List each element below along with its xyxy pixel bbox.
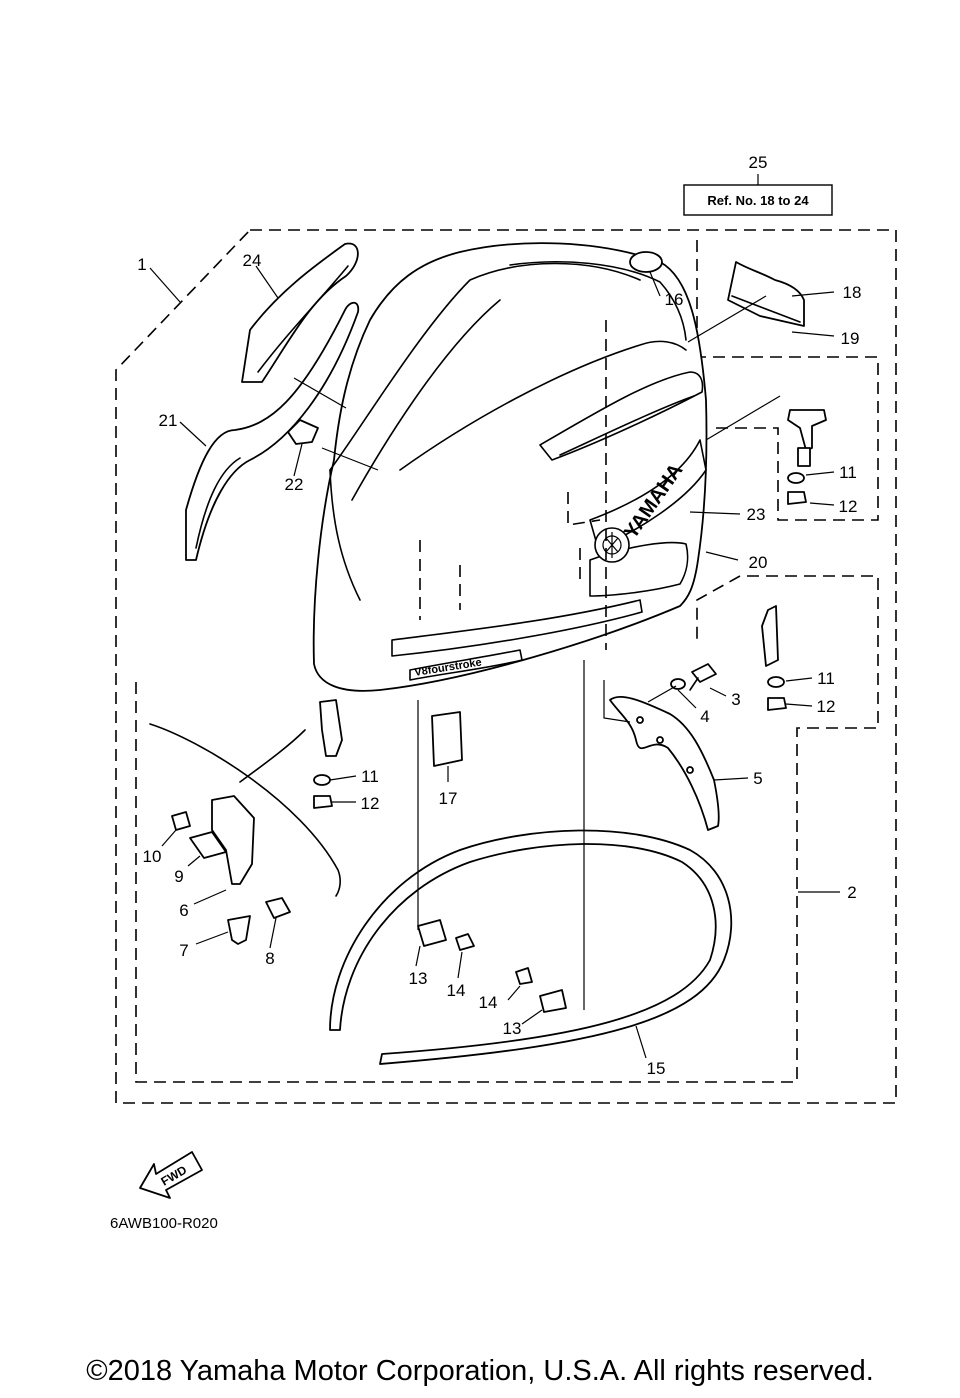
callouts: 1 2 3 4 5 6 7 8 9 10 11 11 11 12 12 12 1… xyxy=(137,251,861,1078)
clip-13b xyxy=(539,989,567,1013)
callout-7: 7 xyxy=(179,941,188,960)
callout-13a: 13 xyxy=(409,969,428,988)
callout-13b: 13 xyxy=(503,1019,522,1038)
ref-box xyxy=(683,184,833,216)
fwd-arrow: FWD xyxy=(139,1151,203,1199)
callout-24: 24 xyxy=(243,251,262,270)
callout-4: 4 xyxy=(700,707,709,726)
callout-8: 8 xyxy=(265,949,274,968)
callout-6: 6 xyxy=(179,901,188,920)
callout-23: 23 xyxy=(747,505,766,524)
copyright-notice: ©2018 Yamaha Motor Corporation, U.S.A. A… xyxy=(86,1355,874,1387)
leader-lines xyxy=(149,265,840,1059)
seal-15 xyxy=(329,829,733,1065)
callout-2: 2 xyxy=(847,883,856,902)
latch-right-mid xyxy=(761,605,787,711)
callout-12c: 12 xyxy=(361,794,380,813)
ref-box-text: Ref. No. 18 to 24 xyxy=(707,193,809,208)
callout-21: 21 xyxy=(159,411,178,430)
decal-21 xyxy=(185,301,360,561)
nut-10 xyxy=(171,811,191,831)
callout-14b: 14 xyxy=(479,993,498,1012)
callout-5: 5 xyxy=(753,769,762,788)
callout-19: 19 xyxy=(841,329,860,348)
decal-17 xyxy=(431,711,463,767)
diagram-code: 6AWB100-R020 xyxy=(110,1215,218,1232)
callout-14a: 14 xyxy=(447,981,466,1000)
assembly-boundary-1 xyxy=(115,229,897,1104)
callout-18: 18 xyxy=(843,283,862,302)
callout-12a: 12 xyxy=(839,497,858,516)
screw-14b xyxy=(515,967,533,985)
decal-24 xyxy=(241,242,359,383)
grommet-22 xyxy=(287,419,319,445)
callout-10: 10 xyxy=(143,847,162,866)
callout-20: 20 xyxy=(749,553,768,572)
grommet-7 xyxy=(227,915,251,945)
screw-8 xyxy=(265,897,291,919)
callout-22: 22 xyxy=(285,475,304,494)
latch-right-top xyxy=(787,409,827,505)
plug-16 xyxy=(629,251,663,273)
callout-1: 1 xyxy=(137,255,146,274)
latch-6 xyxy=(189,795,255,885)
callout-11b: 11 xyxy=(817,669,835,688)
callout-11a: 11 xyxy=(839,463,857,482)
callout-3: 3 xyxy=(731,690,740,709)
callout-17: 17 xyxy=(439,789,458,808)
latch-cable xyxy=(149,723,341,897)
callout-11c: 11 xyxy=(361,767,379,786)
screw-14a xyxy=(455,933,475,951)
clip-13a xyxy=(417,919,447,947)
callout-25: 25 xyxy=(749,153,768,172)
label-18 xyxy=(727,261,805,327)
callout-16: 16 xyxy=(665,290,684,309)
bolt-3 xyxy=(689,663,717,691)
callout-15: 15 xyxy=(647,1059,666,1078)
callout-12b: 12 xyxy=(817,697,836,716)
callout-9: 9 xyxy=(174,867,183,886)
bracket-5 xyxy=(609,696,720,831)
latch-left-top xyxy=(313,699,343,809)
top-cowling: V8fourstroke YAMAHA xyxy=(312,242,708,692)
